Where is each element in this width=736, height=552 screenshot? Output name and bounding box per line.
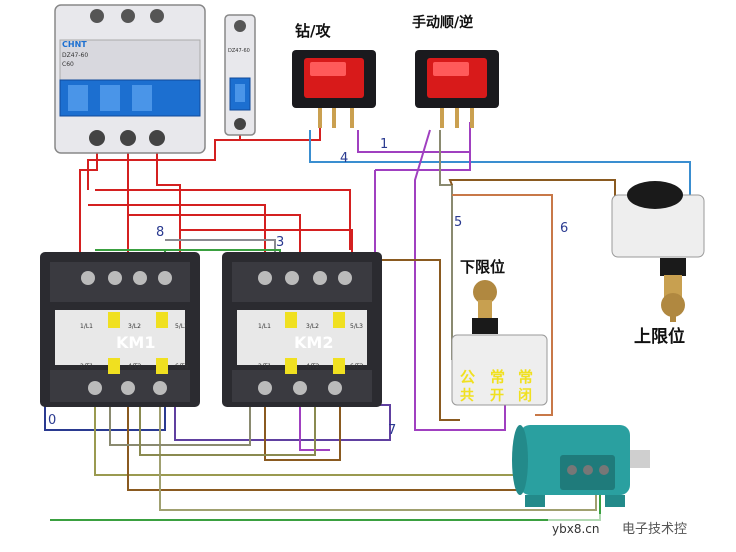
- drill-tap-rocker-switch[interactable]: [292, 50, 376, 128]
- motor: [512, 425, 650, 507]
- wire-label-5: 5: [454, 215, 462, 230]
- km1-terminal-top-2: 3/L2: [128, 323, 141, 330]
- upper-limit-switch: [611, 181, 705, 322]
- km1-terminal-top-1: 1/L1: [80, 323, 93, 330]
- terminal-screw: [88, 381, 102, 395]
- small-breaker-model: DZ47-60: [228, 48, 250, 54]
- common-label: 公: [460, 368, 475, 386]
- watermark-text: 电子技术控: [622, 522, 687, 537]
- breaker-screw: [121, 9, 135, 23]
- normally-closed-label: 常: [518, 368, 533, 386]
- lower-limit-switch: 公 常 常 共 开 闭: [451, 280, 548, 406]
- terminal-marker: [156, 358, 168, 374]
- wire-label-8: 8: [156, 225, 164, 240]
- switch-to-limit: [414, 129, 506, 431]
- red-top-link: [87, 139, 240, 190]
- km2-label: KM2: [294, 333, 333, 352]
- upper-limit-label: 上限位: [634, 326, 685, 347]
- km1-terminal-bottom-3: 6/T3: [175, 363, 189, 370]
- terminal-screw: [108, 271, 122, 285]
- wire-label-0: 0: [48, 413, 56, 428]
- watermark-site: ybx8.cn: [552, 522, 599, 536]
- terminal-screw: [81, 271, 95, 285]
- breaker-screw: [150, 9, 164, 23]
- terminal-screw: [258, 271, 272, 285]
- gray-loop: [109, 400, 251, 446]
- breaker-model: DZ47-60: [62, 52, 88, 59]
- breaker-screw: [89, 130, 105, 146]
- km1-terminal-bottom-1: 2/T1: [80, 363, 94, 370]
- breaker-brand: CHNT: [62, 40, 87, 49]
- lower-limit-label: 下限位: [460, 258, 505, 276]
- purple-mid: [375, 140, 471, 171]
- km2-terminal-bottom-2: 4/T2: [306, 363, 320, 370]
- main-breaker: CHNT DZ47-60 C60: [54, 4, 206, 154]
- terminal-screw: [133, 271, 147, 285]
- terminal-screw: [313, 271, 327, 285]
- wire-label-1: 1: [380, 137, 388, 152]
- breaker-screw: [149, 130, 165, 146]
- km2-terminal-bottom-1: 2/T1: [258, 363, 272, 370]
- km2-terminal-top-3: 5/L3: [350, 323, 363, 330]
- wire-label-3: 3: [276, 235, 284, 250]
- contactor-km2: 1/L1 3/L2 5/L3 2/T1 4/T2 6/T3 KM2: [222, 252, 382, 407]
- wire-6: [452, 194, 553, 416]
- terminal-screw: [153, 381, 167, 395]
- terminal-marker: [285, 358, 297, 374]
- common-label-2: 共: [460, 387, 474, 404]
- wire-label-6: 6: [560, 221, 568, 236]
- wire-5: [439, 130, 453, 360]
- normally-open-label: 常: [490, 368, 505, 386]
- breaker-screw: [90, 9, 104, 23]
- terminal-screw: [328, 381, 342, 395]
- closed-label: 闭: [518, 387, 532, 404]
- breaker-rating: C60: [62, 61, 74, 68]
- control-red-wire: [95, 189, 351, 250]
- open-label: 开: [490, 388, 504, 404]
- wire-label-7: 7: [388, 423, 396, 438]
- terminal-screw: [338, 271, 352, 285]
- km1-terminal-bottom-2: 4/T2: [128, 363, 142, 370]
- brown-loop: [327, 259, 460, 421]
- km2-terminal-top-1: 1/L1: [258, 323, 271, 330]
- terminal-screw: [158, 271, 172, 285]
- wire-label-4: 4: [340, 151, 348, 166]
- km2-terminal-bottom-3: 6/T3: [350, 363, 364, 370]
- control-breaker: DZ47-60: [224, 14, 256, 136]
- terminal-marker: [333, 312, 345, 328]
- drill-tap-label: 钻/攻: [295, 22, 331, 40]
- terminal-screw: [258, 381, 272, 395]
- terminal-screw: [121, 381, 135, 395]
- km1-label: KM1: [116, 333, 155, 352]
- terminal-marker: [108, 312, 120, 328]
- terminal-screw: [293, 381, 307, 395]
- terminal-marker: [333, 358, 345, 374]
- power-wire-l1-km2: [88, 204, 266, 270]
- km2-terminal-top-2: 3/L2: [306, 323, 319, 330]
- manual-direction-rocker-switch[interactable]: [415, 50, 499, 128]
- terminal-marker: [108, 358, 120, 374]
- terminal-screw: [285, 271, 299, 285]
- contactor-km1: 1/L1 3/L2 5/L3 2/T1 4/T2 6/T3 KM1: [40, 252, 200, 407]
- km1-terminal-top-3: 5/L3: [175, 323, 188, 330]
- olive-link: [139, 400, 316, 456]
- km2-out-2: [299, 400, 330, 451]
- wire-4-blue: [309, 130, 691, 195]
- upper-limit-wire: [448, 179, 616, 200]
- terminal-marker: [156, 312, 168, 328]
- breaker-screw: [120, 130, 136, 146]
- manual-direction-label: 手动顺/逆: [412, 14, 473, 31]
- watermark: ybx8.cn 电子技术控: [548, 514, 728, 540]
- terminal-marker: [285, 312, 297, 328]
- km2-out-1: [264, 400, 341, 461]
- wire-1-purple: [357, 122, 471, 153]
